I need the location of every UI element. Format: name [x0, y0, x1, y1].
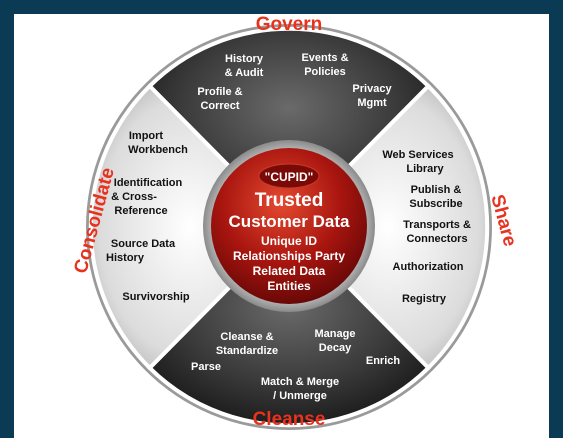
govern-events-policies-1: Events & [301, 52, 348, 64]
share-web-services-1: Web Services [382, 149, 453, 161]
consolidate-import-workbench-2: Workbench [128, 144, 188, 156]
cleanse-manage-decay-1: Manage [315, 328, 356, 340]
consolidate-identification-1: Identification [114, 177, 183, 189]
cleanse-segment [146, 224, 432, 428]
govern-privacy-mgmt-2: Mgmt [357, 97, 387, 109]
cleanse-enrich: Enrich [366, 355, 401, 367]
govern-history-audit-2: & Audit [225, 67, 264, 79]
consolidate-identification-3: Reference [114, 205, 167, 217]
cleanse-manage-decay-2: Decay [319, 342, 352, 354]
share-authorization: Authorization [393, 261, 464, 273]
share-publish-subscribe-1: Publish & [411, 184, 462, 196]
core-line-unique-id: Unique ID [261, 234, 317, 248]
share-transports-1: Transports & [403, 219, 471, 231]
cleanse-match-merge-2: / Unmerge [273, 390, 327, 402]
core-title-line1: Trusted [255, 190, 324, 211]
govern-profile-correct-1: Profile & [197, 86, 242, 98]
core-title-line2: Customer Data [229, 212, 350, 231]
core-line-related-data: Related Data [253, 264, 326, 278]
cleanse-parse: Parse [191, 361, 221, 373]
consolidate-source-history-1: Source Data [111, 238, 176, 250]
govern-events-policies-2: Policies [304, 66, 346, 78]
share-segment [286, 83, 490, 371]
consolidate-import-workbench-1: Import [129, 130, 164, 142]
consolidate-segment [88, 83, 292, 371]
share-publish-subscribe-2: Subscribe [409, 198, 462, 210]
consolidate-source-history-2: History [106, 252, 145, 264]
core-badge-label: "CUPID" [265, 170, 314, 184]
consolidate-identification-2: & Cross- [111, 191, 157, 203]
cupid-badge [258, 163, 320, 189]
share-registry: Registry [402, 293, 447, 305]
core-circle [211, 148, 367, 304]
govern-privacy-mgmt-1: Privacy [352, 83, 392, 95]
share-transports-2: Connectors [406, 233, 467, 245]
core-line-entities: Entities [267, 279, 311, 293]
govern-title: Govern [256, 14, 323, 35]
share-web-services-2: Library [406, 163, 444, 175]
govern-segment [146, 26, 432, 230]
core-line-relationships: Relationships Party [233, 249, 345, 263]
cleanse-title: Cleanse [253, 409, 326, 430]
cleanse-cleanse-standardize-2: Standardize [216, 345, 278, 357]
govern-history-audit-1: History [225, 53, 264, 65]
consolidate-survivorship: Survivorship [122, 291, 190, 303]
cleanse-cleanse-standardize-1: Cleanse & [220, 331, 273, 343]
govern-profile-correct-2: Correct [200, 100, 239, 112]
cleanse-match-merge-1: Match & Merge [261, 376, 339, 388]
